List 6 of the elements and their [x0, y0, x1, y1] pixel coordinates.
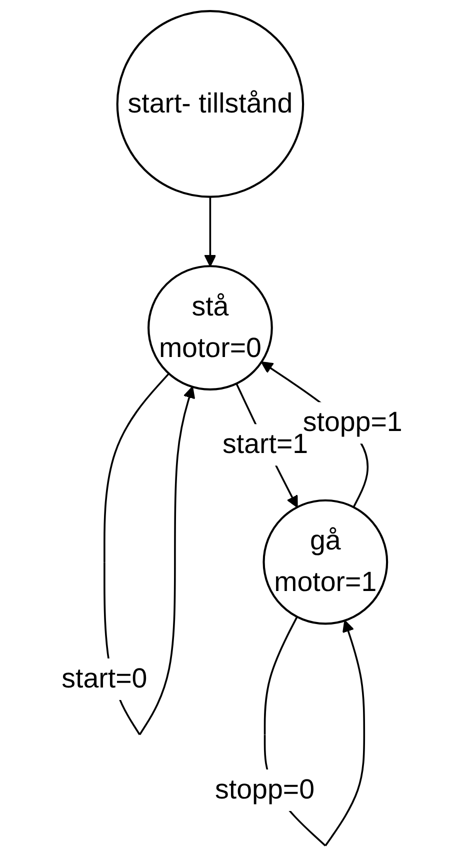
- node-circle: start- tillstånd: [116, 10, 304, 198]
- arrow: [204, 196, 216, 267]
- node-circle: gå motor=1: [262, 499, 388, 625]
- edge-label: stopp=0: [215, 774, 315, 806]
- edge-label: start=0: [62, 664, 148, 694]
- node-circle: stå motor=0: [148, 265, 273, 390]
